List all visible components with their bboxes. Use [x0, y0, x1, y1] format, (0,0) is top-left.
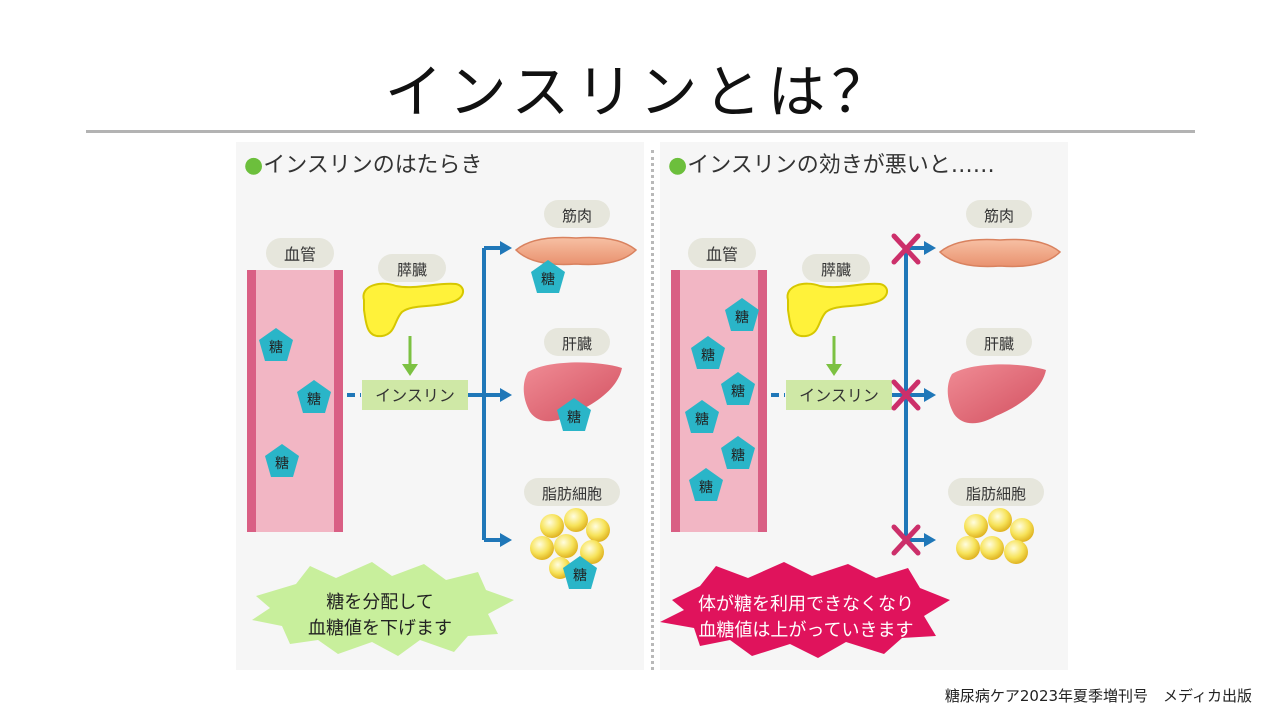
blocked-cross-icon [891, 524, 921, 556]
left-blood-vessel [247, 270, 343, 532]
left-muscle-label-pill [544, 200, 610, 228]
sugar-label: 糖 [567, 410, 581, 426]
right-liver-icon [947, 364, 1046, 424]
right-pancreas-label-pill [802, 254, 870, 282]
left-muscle-label: 筋肉 [562, 207, 592, 225]
sugar-label: 糖 [731, 448, 745, 464]
heading-bullet-icon: ● [668, 153, 687, 178]
right-pancreas-icon [786, 282, 888, 338]
left-result-line-1: 糖を分配して [326, 592, 433, 613]
left-liver-label: 肝臓 [562, 335, 592, 353]
right-heading: ●インスリンの効きが悪いと…… [668, 153, 995, 178]
right-liver-label-pill [966, 328, 1032, 356]
slide-title: インスリンとは？ [384, 58, 896, 126]
sugar-label: 糖 [269, 340, 283, 356]
right-insulin-box [786, 380, 892, 410]
sugar-label: 糖 [573, 568, 587, 584]
sugar-molecule: 糖 [563, 556, 597, 589]
left-arrowhead-fat [500, 533, 512, 547]
sugar-molecule: 糖 [531, 260, 565, 293]
right-arrowhead-muscle [924, 241, 936, 255]
sugar-molecule: 糖 [265, 444, 299, 477]
panel-divider [651, 150, 654, 670]
left-insulin-box [362, 380, 468, 410]
left-fat-cells-icon [530, 508, 610, 579]
right-fat-label-pill [948, 478, 1044, 506]
sugar-label: 糖 [307, 392, 321, 408]
left-arrowhead-liver [500, 388, 512, 402]
right-pancreas-arrowhead [826, 364, 842, 376]
right-vessel-wall-left [671, 270, 680, 532]
right-insulin-label: インスリン [799, 386, 879, 405]
sugar-molecule: 糖 [685, 400, 719, 433]
sugar-label: 糖 [735, 310, 749, 326]
right-arrowhead-liver [924, 388, 936, 402]
right-result-line-1: 体が糖を利用できなくなり [698, 594, 914, 615]
left-liver-icon [523, 362, 622, 422]
sugar-molecule: 糖 [691, 336, 725, 369]
sugar-label: 糖 [731, 384, 745, 400]
right-liver-label: 肝臓 [984, 335, 1014, 353]
left-pancreas-label: 膵臓 [397, 261, 427, 279]
right-vessel-label-pill [688, 238, 756, 268]
right-fat-cells-icon [956, 508, 1034, 564]
left-result-line-2: 血糖値を下げます [308, 618, 452, 639]
left-diagram: ●インスリンのはたらき 血管 糖 糖 糖 膵臓 インスリン [244, 153, 638, 656]
sugar-molecule: 糖 [725, 298, 759, 331]
sugar-label: 糖 [699, 480, 713, 496]
right-muscle-label-pill [966, 200, 1032, 228]
right-result-line-2: 血糖値は上がっていきます [698, 620, 913, 641]
title-divider [86, 130, 1195, 133]
sugar-molecule: 糖 [721, 436, 755, 469]
left-arrowhead-muscle [500, 241, 512, 255]
right-diagram: ●インスリンの効きが悪いと…… 血管 糖 糖 糖 糖 糖 糖 [660, 153, 1062, 658]
left-pancreas-label-pill [378, 254, 446, 282]
left-fat-label: 脂肪細胞 [542, 485, 602, 503]
source-credit: 糖尿病ケア2023年夏季増刊号 メディカ出版 [944, 687, 1252, 705]
left-heading-text: インスリンのはたらき [263, 153, 482, 178]
sugar-molecule: 糖 [557, 398, 591, 431]
sugar-molecule: 糖 [689, 468, 723, 501]
blocked-cross-icon [891, 233, 921, 265]
right-vessel-wall-right [758, 270, 767, 532]
sugar-molecule: 糖 [297, 380, 331, 413]
left-heading: ●インスリンのはたらき [244, 153, 482, 178]
right-pancreas-label: 膵臓 [821, 261, 851, 279]
blocked-cross-icon [891, 379, 921, 411]
sugar-label: 糖 [701, 348, 715, 364]
left-vessel-label: 血管 [284, 245, 316, 264]
right-muscle-label: 筋肉 [984, 207, 1014, 225]
right-heading-text: インスリンの効きが悪いと…… [687, 153, 995, 178]
left-vessel-wall-right [334, 270, 343, 532]
right-result-burst [660, 562, 950, 658]
left-vessel-label-pill [266, 238, 334, 268]
right-fat-label: 脂肪細胞 [966, 485, 1026, 503]
right-vessel-label: 血管 [706, 245, 738, 264]
sugar-label: 糖 [695, 412, 709, 428]
right-arrowhead-fat [924, 533, 936, 547]
left-result-burst [252, 562, 514, 656]
heading-bullet-icon: ● [244, 153, 263, 178]
left-pancreas-icon [362, 282, 464, 338]
left-liver-label-pill [544, 328, 610, 356]
left-fat-label-pill [524, 478, 620, 506]
right-muscle-icon [938, 238, 1062, 268]
sugar-molecule: 糖 [721, 372, 755, 405]
left-muscle-icon [514, 236, 638, 266]
sugar-molecule: 糖 [259, 328, 293, 361]
left-pancreas-arrowhead [402, 364, 418, 376]
left-vessel-wall-left [247, 270, 256, 532]
sugar-label: 糖 [275, 456, 289, 472]
left-insulin-label: インスリン [375, 386, 455, 405]
sugar-label: 糖 [541, 272, 555, 288]
